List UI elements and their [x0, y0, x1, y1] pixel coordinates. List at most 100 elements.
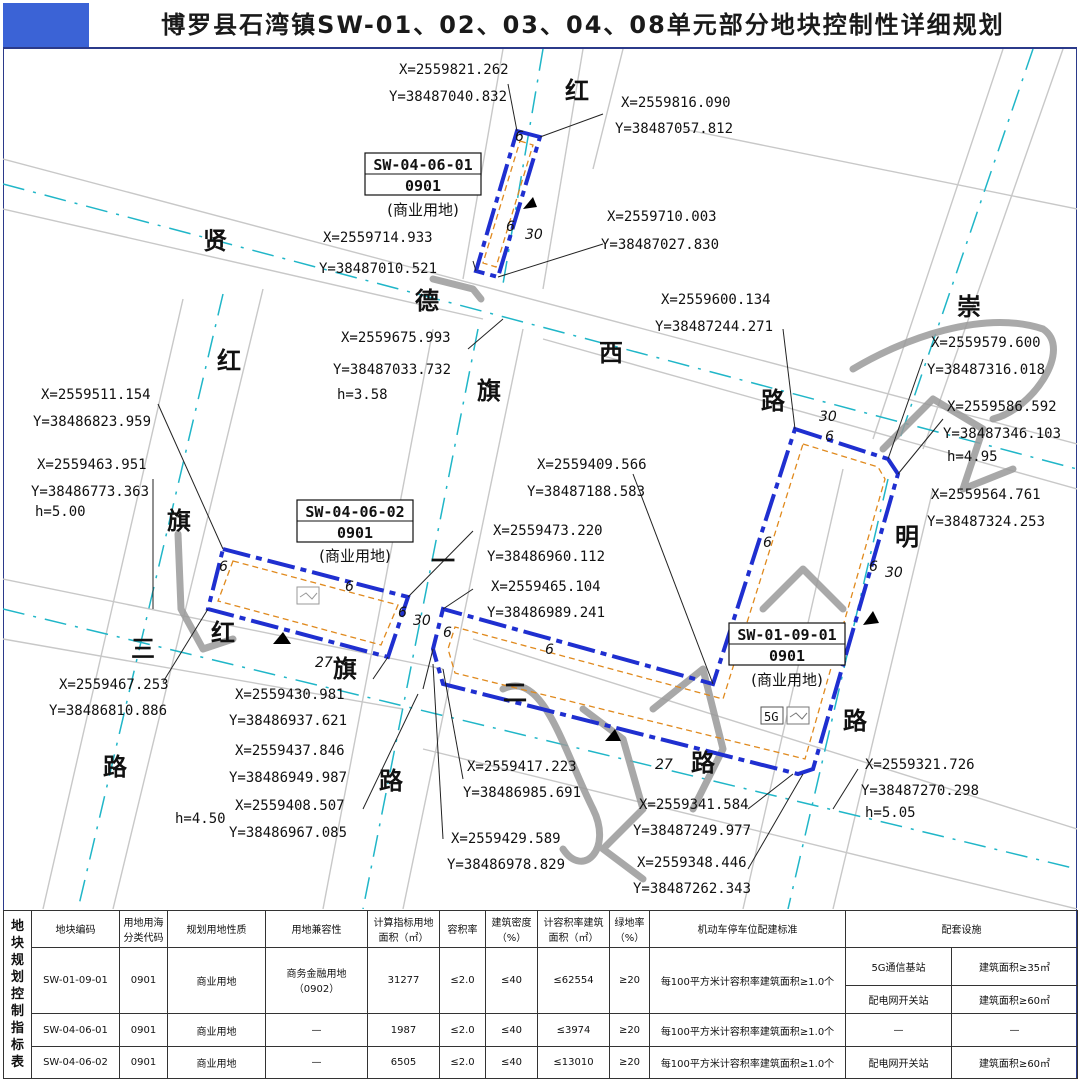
facility-name: 配电网开关站 — [845, 1045, 952, 1080]
table-row: SW-01-09-01 0901 商业用地 商务金融用地（0902） 31277… — [4, 946, 1078, 1015]
indicator-table: 地 块 规 划 控 制 指 标 表 地块编码 用地用海分类代码 规划用地性质 用… — [3, 910, 1078, 1080]
table-header: 用地兼容性 — [265, 910, 368, 948]
coord-y: Y=38486989.241 — [487, 605, 605, 621]
road-label: 西 — [599, 339, 623, 367]
road-width-dim: 30 — [413, 613, 431, 629]
coord-x: X=2559429.589 — [451, 831, 561, 847]
table-cell: ≤2.0 — [439, 1013, 486, 1047]
coord-y: Y=38487346.103 — [943, 426, 1061, 442]
facility-area: 建筑面积≥60㎡ — [951, 1045, 1078, 1080]
coord-h: h=4.95 — [947, 449, 998, 465]
page-title: 博罗县石湾镇SW-01、02、03、04、08单元部分地块控制性详细规划 — [161, 11, 1005, 39]
table-header: 绿地率（%） — [609, 910, 650, 948]
road-label: 路 — [379, 767, 404, 795]
coord-y: Y=38487188.583 — [527, 484, 645, 500]
side-title-char: 规 — [10, 953, 24, 968]
road-label: 明 — [895, 523, 919, 551]
table-cell: ≤13010 — [537, 1045, 610, 1080]
road-edges — [3, 49, 1077, 909]
dimension-labels: 6 6 30 6 6 6 30 6 27 6 6 30 6 30 6 27 — [219, 129, 903, 773]
table-header: 规划用地性质 — [167, 910, 266, 948]
coord-x: X=2559564.761 — [931, 487, 1041, 503]
plot-id: SW-04-06-01 — [373, 156, 472, 174]
table-header: 建筑密度（%） — [485, 910, 538, 948]
watermark — [174, 275, 1057, 883]
road-width-dim: 30 — [885, 565, 903, 581]
road-labels: 红 贤 德 红 西 旗 崇 路 旗 明 一 三 红 旗 二 路 路 路 路 — [103, 77, 981, 795]
road-width-dim: 30 — [525, 227, 543, 243]
table-header: 配套设施 — [845, 910, 1078, 948]
table-cell: 每100平方米计容积率建筑面积≥1.0个 — [649, 1013, 846, 1047]
coord-x: X=2559467.253 — [59, 677, 169, 693]
side-title-char: 控 — [10, 987, 24, 1002]
table-header: 用地用海分类代码 — [119, 910, 168, 948]
setback-dim: 6 — [825, 429, 834, 445]
table-cell: 1987 — [367, 1013, 440, 1047]
5g-station-icon — [760, 706, 784, 725]
coord-x: X=2559437.846 — [235, 743, 345, 759]
coord-x: X=2559579.600 — [931, 335, 1041, 351]
table-cell: — — [265, 1045, 368, 1080]
entrance-arrow — [605, 729, 621, 741]
road-label: 三 — [131, 635, 155, 663]
table-header: 容积率 — [439, 910, 486, 948]
coord-x: X=2559341.584 — [639, 797, 749, 813]
road-label: 旗 — [167, 507, 191, 535]
coord-x: X=2559463.951 — [37, 457, 147, 473]
entrance-markers — [273, 197, 879, 741]
setback-dim: 6 — [443, 625, 452, 641]
coord-y: Y=38486985.691 — [463, 785, 581, 801]
road-label: 路 — [761, 387, 786, 415]
table-cell: SW-01-09-01 — [31, 946, 120, 1015]
plot-use: (商业用地) — [319, 547, 391, 565]
road-label: 旗 — [477, 377, 501, 405]
plot-use: (商业用地) — [751, 671, 823, 689]
road-width-dim: 27 — [315, 655, 333, 671]
facility-name: 5G通信基站 — [845, 946, 952, 987]
table-cell: 商务金融用地（0902） — [265, 946, 368, 1015]
road-label: 德 — [415, 287, 439, 315]
coord-x: X=2559473.220 — [493, 523, 603, 539]
setback-dim: 6 — [398, 605, 407, 621]
facility-name: 配电网开关站 — [845, 985, 952, 1015]
coord-y: Y=38486823.959 — [33, 414, 151, 430]
table-cell: 0901 — [119, 946, 168, 1015]
coord-y: Y=38487010.521 — [319, 261, 437, 277]
table-cell: ≤2.0 — [439, 1045, 486, 1080]
table-cell: 31277 — [367, 946, 440, 1015]
entrance-arrow — [523, 197, 537, 209]
table-cell: SW-04-06-02 — [31, 1045, 120, 1080]
side-title-char: 划 — [10, 970, 24, 985]
coord-x: X=2559348.446 — [637, 855, 747, 871]
coordinate-labels: X=2559821.262 Y=38487040.832 X=2559816.0… — [31, 62, 1061, 897]
setback-dim: 6 — [219, 559, 228, 575]
coord-x: X=2559816.090 — [621, 95, 731, 111]
road-label: 路 — [691, 749, 716, 777]
table-cell: 6505 — [367, 1045, 440, 1080]
plot-label-sw-04-06-02: SW-04-06-02 0901 (商业用地) — [296, 499, 414, 565]
table-header: 计算指标用地面积（㎡） — [367, 910, 440, 948]
table-cell: 商业用地 — [167, 946, 266, 1015]
plot-sw-01-09-01-boundary — [430, 426, 901, 777]
plot-id: SW-04-06-02 — [305, 503, 404, 521]
table-cell: — — [265, 1013, 368, 1047]
road-label: 红 — [217, 347, 241, 375]
plot-code: 0901 — [337, 524, 373, 542]
coord-y: Y=38487027.830 — [601, 237, 719, 253]
plot-label-sw-04-06-01: SW-04-06-01 0901 (商业用地) — [364, 152, 482, 219]
table-cell: 每100平方米计容积率建筑面积≥1.0个 — [649, 1045, 846, 1080]
entrance-arrow — [273, 632, 291, 644]
table-side-title: 地 块 规 划 控 制 指 标 表 — [3, 910, 32, 1079]
plot-code: 0901 — [405, 177, 441, 195]
road-label: 旗 — [333, 655, 357, 683]
planning-map: X=2559821.262 Y=38487040.832 X=2559816.0… — [3, 49, 1077, 909]
road-width-dim: 27 — [655, 757, 673, 773]
side-title-char: 地 — [10, 919, 24, 934]
plot-label-sw-01-09-01: SW-01-09-01 0901 (商业用地) — [728, 622, 846, 689]
table-cell: ≥20 — [609, 1045, 650, 1080]
coord-y: Y=38487262.343 — [633, 881, 751, 897]
coord-x: X=2559430.981 — [235, 687, 345, 703]
table-cell: ≤3974 — [537, 1013, 610, 1047]
coord-y: Y=38486937.621 — [229, 713, 347, 729]
side-title-char: 标 — [10, 1038, 24, 1053]
